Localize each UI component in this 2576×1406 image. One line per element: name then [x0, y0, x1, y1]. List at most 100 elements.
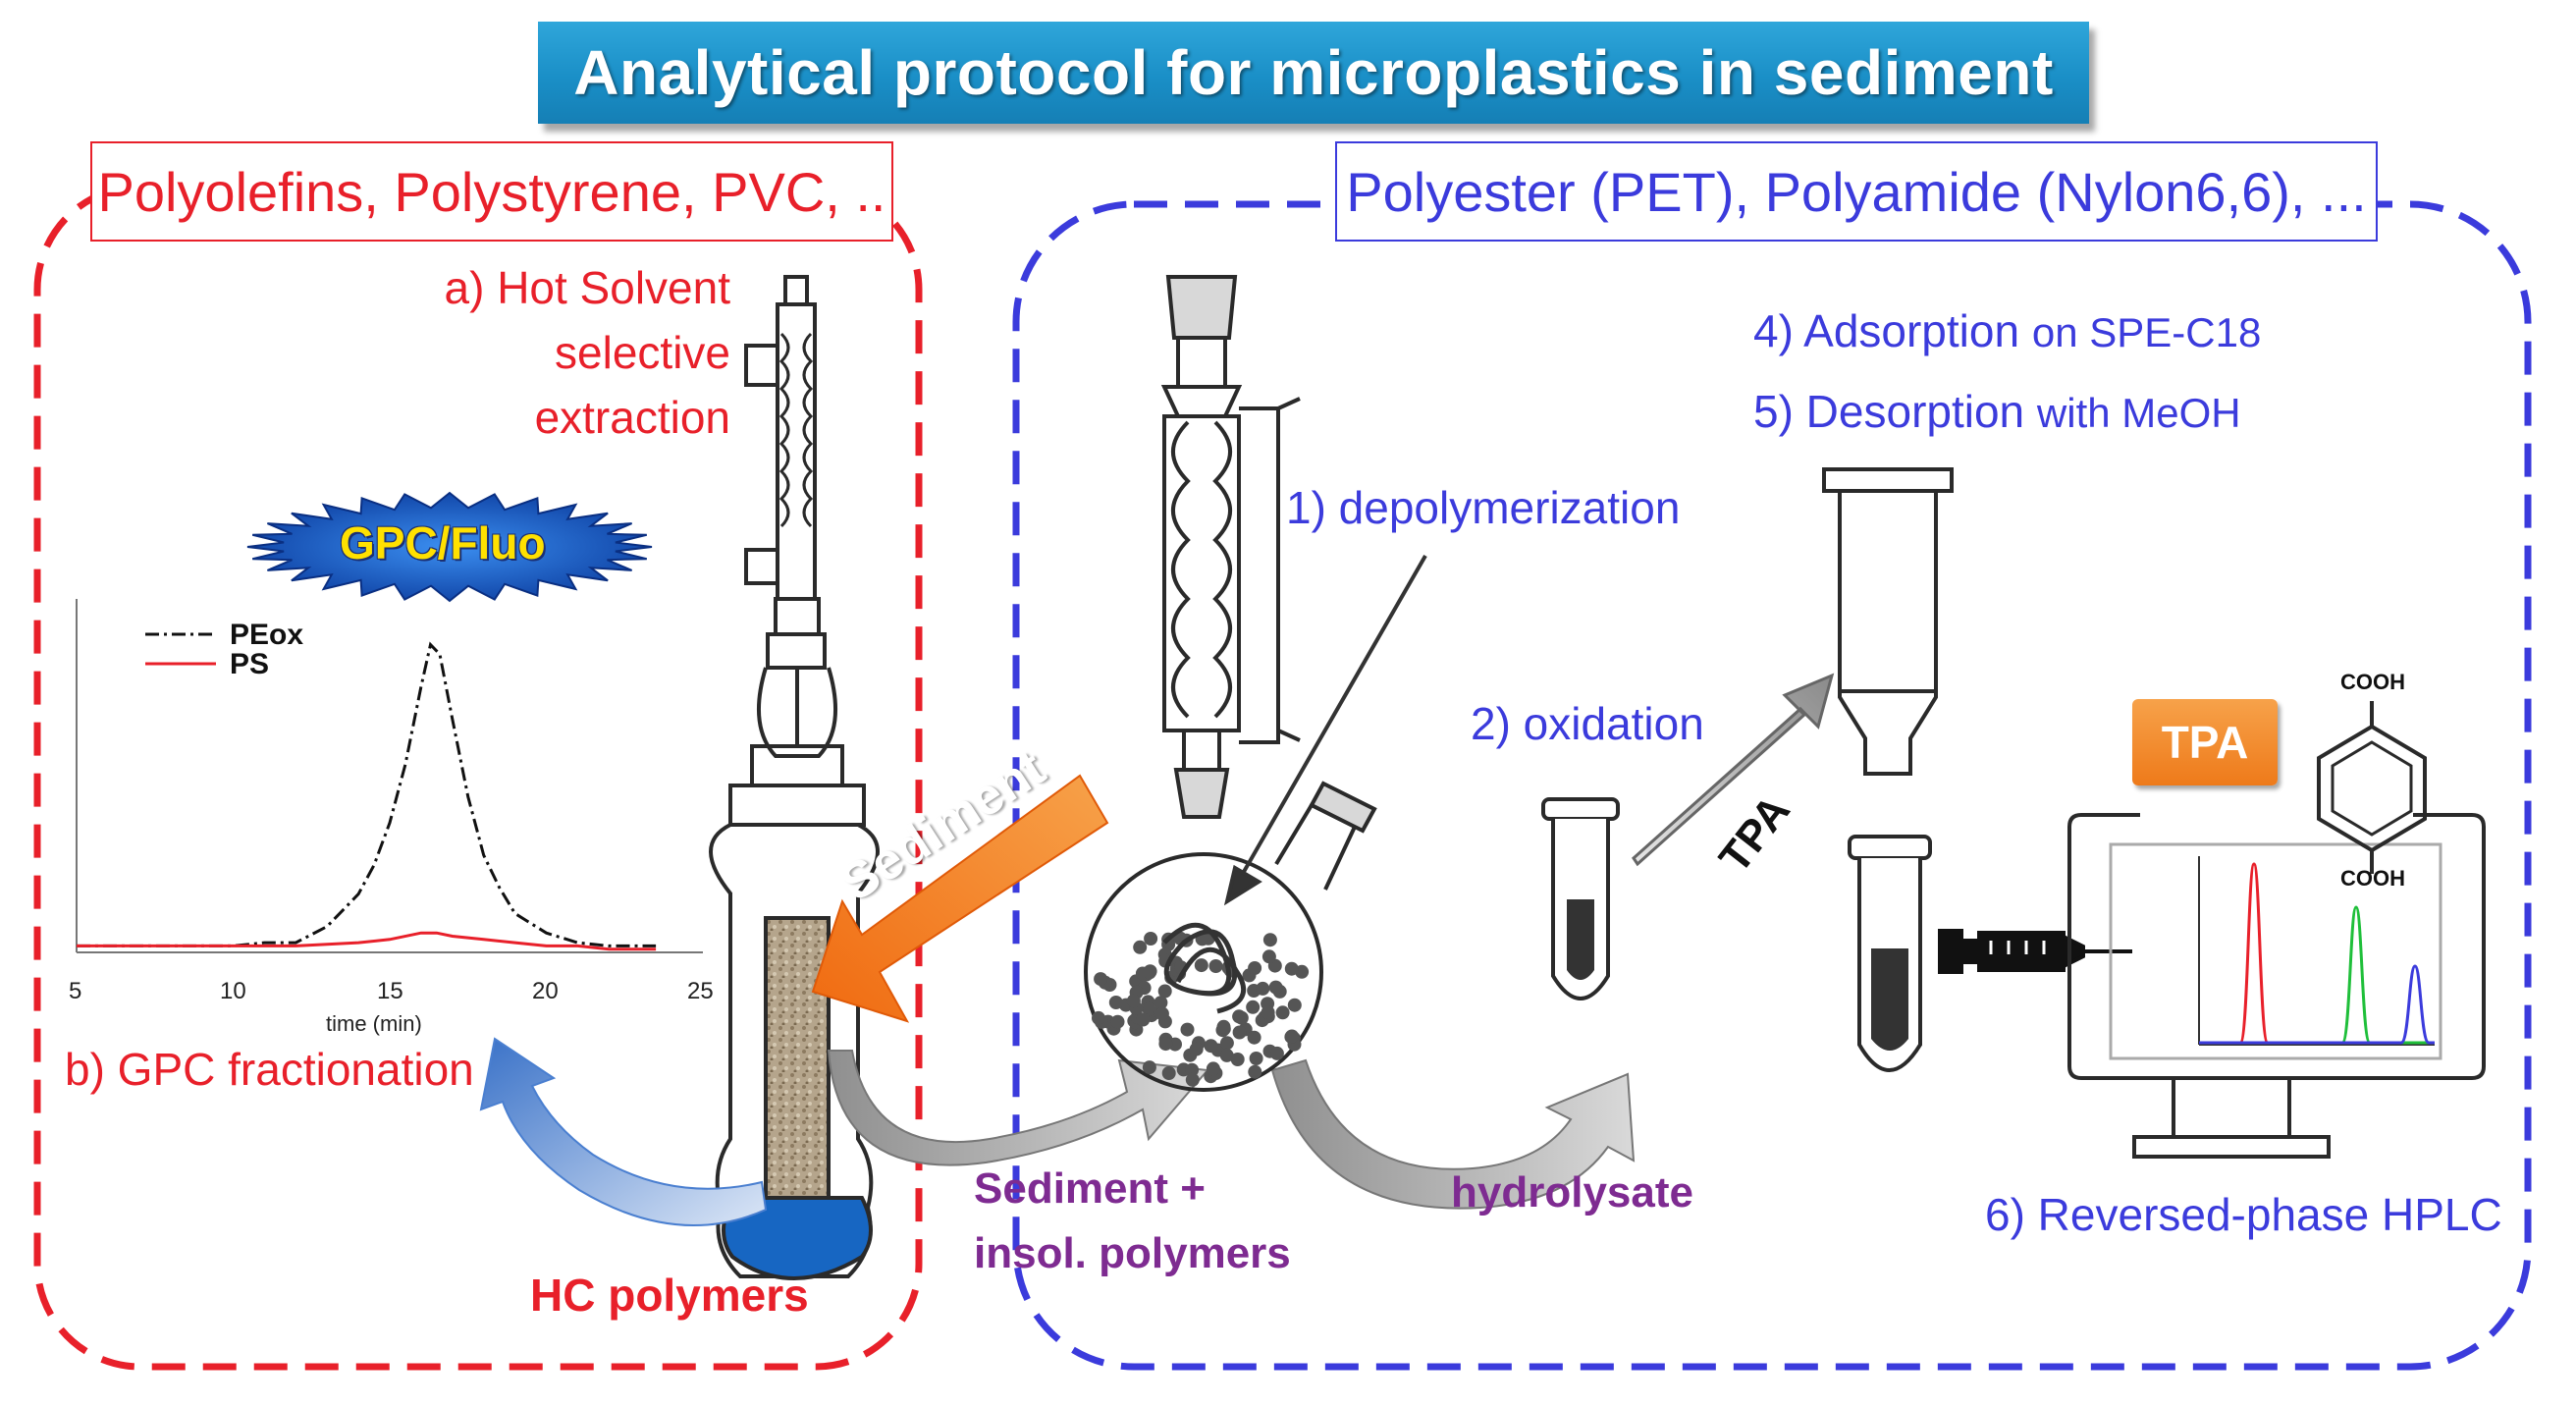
hydrolysate-label: hydrolysate — [1451, 1168, 1693, 1217]
hplc-traces — [2199, 862, 2435, 1045]
flask-bead — [1143, 965, 1156, 980]
syringe-icon — [1938, 929, 2132, 974]
flask-bead — [1285, 1029, 1299, 1044]
hplc-trace-2 — [2199, 905, 2435, 1045]
flask-bead — [1154, 1006, 1169, 1021]
hplc-trace-1 — [2199, 862, 2435, 1045]
flask-bead — [1189, 1042, 1204, 1056]
step-1-label: 1) depolymerization — [1286, 482, 1681, 533]
flask-bead — [1133, 940, 1148, 954]
flask-bead — [1161, 1066, 1176, 1080]
flask-bead — [1142, 1060, 1156, 1075]
flask-bead — [1204, 1039, 1218, 1054]
flask-beads — [1092, 931, 1310, 1087]
cooh-top-label: COOH — [2340, 670, 2405, 694]
step-4-label: 4) Adsorption on SPE-C18 — [1753, 304, 2261, 357]
gpc-fluo-starburst — [246, 491, 653, 603]
legend-ps: PS — [230, 648, 270, 680]
gpc-fluo-badge-label: GPC/Fluo — [340, 517, 546, 568]
flask-bead — [1108, 996, 1123, 1009]
flask-bead — [1268, 980, 1283, 995]
step-b-label: b) GPC fractionation — [65, 1044, 474, 1095]
flask-bead — [1185, 1062, 1200, 1077]
flask-bead — [1262, 933, 1277, 947]
test-tube-hplc-icon — [1848, 835, 1932, 1072]
soxhlet-extractor-icon — [709, 275, 880, 1280]
flask-bead — [1261, 949, 1276, 964]
flask-bead — [1219, 1048, 1234, 1062]
tpa-badge: TPA — [2132, 699, 2278, 785]
chromatogram-legend-lines — [145, 632, 216, 666]
hplc-trace-3 — [2199, 964, 2435, 1045]
x-tick-25: 25 — [687, 978, 714, 1004]
flask-bead — [1248, 961, 1262, 975]
flask-bead — [1246, 1000, 1261, 1014]
cooh-bottom-label: COOH — [2340, 866, 2405, 891]
hplc-monitor-icon — [2067, 813, 2486, 1159]
chromatogram-series-peox — [77, 641, 657, 947]
test-tube-oxidation-icon — [1541, 797, 1620, 1000]
step-5-label: 5) Desorption with MeOH — [1753, 385, 2241, 438]
flask-bead — [1219, 1036, 1234, 1051]
tpa-arrow — [1632, 673, 1835, 867]
flask-bead — [1157, 984, 1172, 999]
flask-bead — [1180, 1022, 1195, 1037]
flask-bead — [1142, 1001, 1156, 1016]
flask-bead — [1269, 1046, 1284, 1060]
x-tick-5: 5 — [69, 978, 82, 1004]
flask-bead — [1256, 981, 1270, 996]
flask-bead — [1154, 996, 1168, 1010]
flask-bead — [1194, 958, 1208, 973]
x-tick-20: 20 — [532, 978, 559, 1004]
polymer-tangle-icon — [1162, 922, 1247, 1014]
legend-peox: PEox — [230, 619, 304, 651]
flask-bead — [1284, 961, 1299, 976]
sediment-arrow — [811, 774, 1109, 1023]
step-a-line1: a) Hot Solvent — [444, 262, 730, 313]
flask-bead — [1275, 1005, 1290, 1020]
step-4-small: on SPE-C18 — [2031, 309, 2262, 355]
gray-arrow-to-flask — [827, 1050, 1209, 1166]
sediment-insol-line1: Sediment + — [974, 1164, 1206, 1213]
chromatogram-series-ps — [77, 931, 657, 951]
depolymerization-pointer — [1223, 555, 1427, 906]
step-a-line3: extraction — [534, 392, 730, 443]
flask-bead — [1126, 994, 1141, 1008]
flask-bead — [1144, 932, 1158, 946]
step-4-main: 4) Adsorption — [1753, 305, 2032, 356]
right-polymer-label: Polyester (PET), Polyamide (Nylon6,6), .… — [1335, 141, 2378, 242]
page-title: Analytical protocol for microplastics in… — [538, 22, 2089, 124]
reflux-apparatus-icon — [1084, 275, 1377, 1092]
step-a-line2: selective — [555, 327, 730, 378]
flask-bead — [1110, 1014, 1125, 1029]
hc-polymers-label: HC polymers — [530, 1270, 809, 1321]
x-tick-10: 10 — [220, 978, 246, 1004]
step-5-small: with MeOH — [2036, 390, 2241, 436]
left-polymer-label: Polyolefins, Polystyrene, PVC, .. — [90, 141, 893, 242]
x-axis-label: time (min) — [326, 1011, 422, 1036]
flask-bead — [1136, 1012, 1151, 1027]
step-2-label: 2) oxidation — [1471, 698, 1704, 749]
flask-bead — [1232, 1025, 1247, 1040]
chromatogram-plot — [77, 641, 657, 951]
spe-cartridge-icon — [1822, 467, 1954, 776]
step-5-main: 5) Desorption — [1753, 386, 2037, 437]
flask-bead — [1234, 1010, 1249, 1025]
flask-bead — [1092, 1010, 1105, 1025]
gray-arrow-to-tube — [1270, 1058, 1636, 1210]
x-tick-15: 15 — [377, 978, 403, 1004]
flask-bead — [1247, 1030, 1261, 1045]
flask-bead — [1287, 998, 1302, 1012]
chromatogram-axes — [76, 599, 703, 953]
terephthalic-acid-structure — [2317, 701, 2427, 874]
sediment-insol-line2: insol. polymers — [974, 1229, 1291, 1277]
flask-bead — [1185, 1072, 1200, 1087]
flask-bead — [1208, 959, 1223, 973]
blue-curved-arrow — [479, 1037, 768, 1226]
flask-bead — [1206, 1061, 1220, 1076]
flask-bead — [1158, 1037, 1173, 1052]
flask-bead — [1216, 1019, 1231, 1034]
flask-bead — [1261, 1005, 1275, 1020]
step-6-label: 6) Reversed-phase HPLC — [1985, 1189, 2502, 1240]
